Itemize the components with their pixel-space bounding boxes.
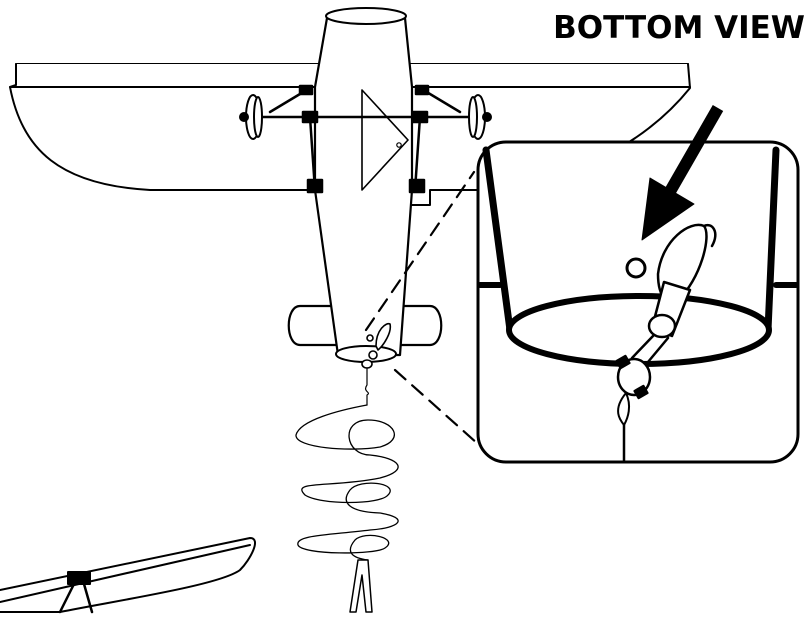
inset-tail-end bbox=[506, 293, 772, 367]
left-wheel bbox=[239, 94, 263, 140]
tow-ribbon bbox=[349, 559, 373, 613]
small-release-hook bbox=[361, 322, 392, 406]
left-strut-clamp-bottom bbox=[306, 178, 324, 194]
towline-coil bbox=[295, 404, 399, 613]
inset-left-side bbox=[482, 146, 514, 334]
release-hook-detail bbox=[615, 223, 717, 464]
panel-screw bbox=[396, 142, 402, 148]
landing-gear bbox=[256, 84, 474, 194]
inset-hole bbox=[625, 257, 647, 279]
right-strut bbox=[413, 115, 422, 192]
inset-right-side bbox=[764, 146, 780, 334]
left-strut-clamp-top bbox=[301, 110, 319, 124]
lower-left-wing-fragment bbox=[0, 537, 256, 614]
cowling-top-ellipse bbox=[325, 7, 407, 25]
inset-detail bbox=[476, 140, 800, 464]
callout-dashed-lines bbox=[364, 170, 480, 446]
left-strut bbox=[308, 115, 317, 192]
right-brace-mount bbox=[414, 84, 430, 96]
hook-ring bbox=[647, 313, 677, 339]
bottom-view-label: BOTTOM VIEW bbox=[553, 10, 805, 46]
left-brace-mount bbox=[298, 84, 314, 96]
right-strut-clamp-bottom bbox=[408, 178, 426, 194]
right-wheel bbox=[468, 94, 492, 140]
right-strut-clamp-top bbox=[411, 110, 429, 124]
pointer-arrow bbox=[641, 105, 724, 241]
belly-triangle-panel bbox=[361, 89, 409, 191]
